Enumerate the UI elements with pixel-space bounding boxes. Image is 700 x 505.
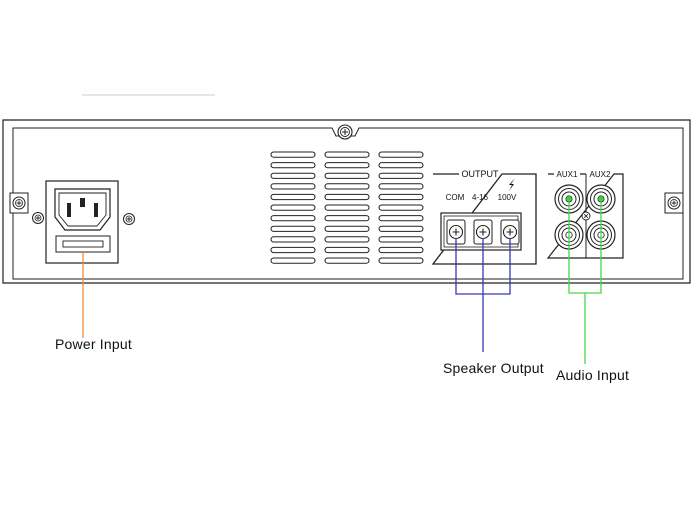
terminal-label-com: COM [446,193,465,202]
vent-slot [324,236,370,243]
audio-input-label: Audio Input [556,367,630,383]
mounting-ear-right [664,192,684,214]
vent-slot [378,225,424,232]
screw-icon [581,211,591,221]
vent-slot [270,257,316,264]
vent-slot [270,172,316,179]
screw-terminal [500,219,520,245]
vent-slot [270,236,316,243]
aux1-label: AUX1 [557,170,578,179]
screw-icon [123,213,135,225]
vent-slot [378,151,424,158]
vent-slot [324,246,370,254]
vent-slot [324,257,370,264]
vent-slot [270,162,316,169]
speaker-output-label: Speaker Output [443,360,544,376]
vent-slot [378,204,424,211]
lightning-icon [509,178,515,191]
screw-icon [32,212,44,224]
screw-icon [12,196,26,210]
vent-slot [324,172,370,179]
power-input-label: Power Input [55,336,132,352]
vent-slot [270,193,316,201]
terminal-label-4-16: 4-16 [472,193,489,202]
vent-slot [378,257,424,264]
vent-slot [270,151,316,158]
ventilation-grille [270,151,424,264]
vent-slot [378,183,424,190]
vent-slot [378,236,424,243]
rca-jack [586,184,616,214]
vent-slot [324,204,370,211]
screw-terminal [446,219,466,245]
vent-slot [324,183,370,190]
output-label: OUTPUT [462,169,500,179]
terminal-label-100v: 100V [498,193,517,202]
aux-input-section: AUX1 AUX2 [546,170,624,259]
vent-slot [270,183,316,190]
vent-slot [378,172,424,179]
aux2-label: AUX2 [590,170,611,179]
vent-slot [378,246,424,254]
screw-icon [667,196,681,210]
vent-slot [324,151,370,158]
vent-slot [270,204,316,211]
vent-slot [270,225,316,232]
output-terminal-section: OUTPUT COM 4-16 100V [431,169,537,265]
vent-slot [270,215,316,222]
rca-jack [554,184,584,214]
audio-input-callout-line [568,202,602,364]
iec-power-socket [45,180,119,264]
screw-icon [337,124,353,140]
vent-slot [324,162,370,169]
vent-slot [324,215,370,222]
vent-slot [378,215,424,222]
vent-slot [270,246,316,254]
vent-slot [378,162,424,169]
vent-slot [378,193,424,201]
vent-slot [324,193,370,201]
speaker-output-callout-line [455,238,511,352]
mounting-ear-left [9,192,29,214]
screw-terminal [473,219,493,245]
vent-slot [324,225,370,232]
chassis [2,119,691,284]
